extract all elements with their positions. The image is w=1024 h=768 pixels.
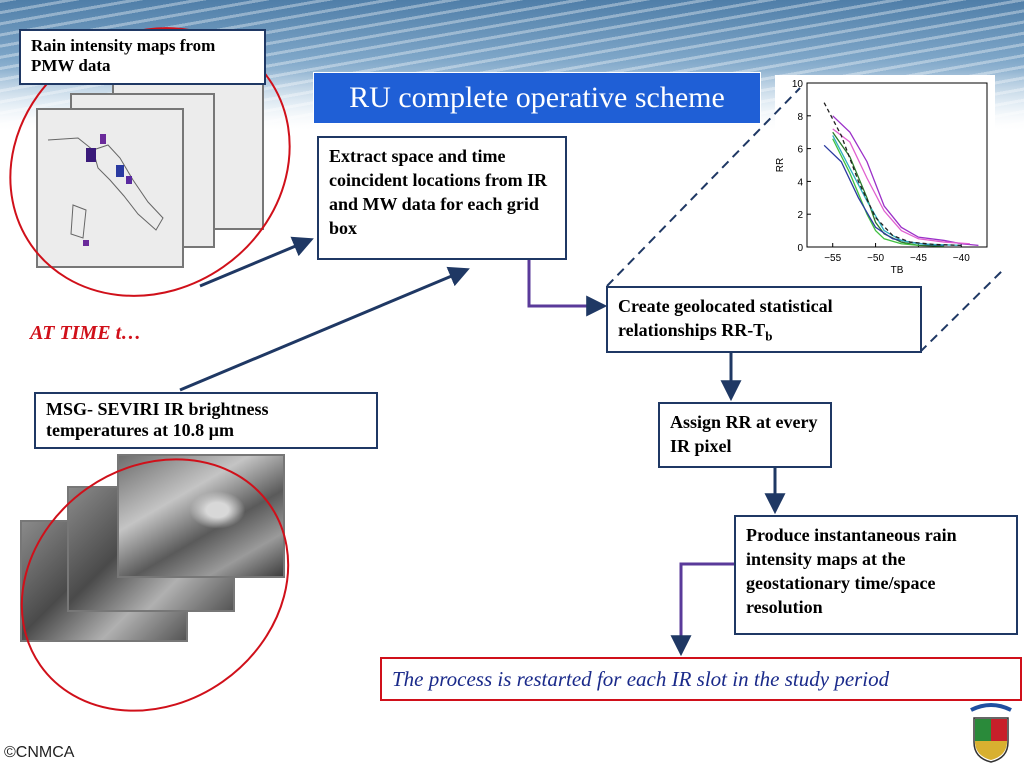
connector-extract-to-create: [527, 258, 608, 317]
page-title: RU complete operative scheme: [313, 72, 761, 124]
series-line-6: [832, 128, 970, 245]
y-tick-label: 10: [792, 79, 804, 90]
x-tick-label: −40: [953, 253, 970, 264]
seviri-highlight-ellipse: [20, 458, 290, 712]
create-relationships-subscript: b: [765, 328, 773, 344]
arrow-pmw-to-extract: [199, 236, 314, 288]
pmw-label-text: Rain intensity maps from PMW data: [31, 36, 216, 75]
series-line-3: [832, 138, 919, 247]
msg-seviri-box: MSG- SEVIRI IR brightness temperatures a…: [34, 392, 378, 449]
at-time-label: AT TIME t…: [30, 322, 142, 344]
produce-maps-box: Produce instantaneous rain intensity map…: [734, 515, 1018, 635]
y-tick-label: 8: [797, 112, 803, 123]
emblem-logo: [966, 702, 1016, 764]
pmw-map-drawing: [47, 134, 164, 246]
pmw-label-box: Rain intensity maps from PMW data: [19, 29, 266, 85]
emblem-svg: [970, 703, 1012, 763]
arrow-msg-to-extract: [179, 266, 470, 392]
msg-seviri-text: MSG- SEVIRI IR brightness temperatures a…: [46, 399, 269, 440]
extract-step-box: Extract space and time coincident locati…: [317, 136, 567, 260]
y-tick-label: 6: [797, 145, 803, 156]
x-tick-label: −45: [910, 253, 927, 264]
y-axis-label: RR: [775, 158, 786, 172]
assign-rr-text: Assign RR at every IR pixel: [670, 412, 818, 456]
pmw-map-thumbnail-1: [36, 108, 184, 268]
projection-line-right: [919, 267, 1006, 353]
seviri-thumbnail-3: [117, 454, 285, 578]
produce-maps-text: Produce instantaneous rain intensity map…: [746, 525, 957, 617]
y-tick-label: 0: [797, 243, 803, 254]
create-relationships-text: Create geolocated statistical relationsh…: [618, 296, 833, 340]
projection-line-left: [606, 87, 801, 287]
y-tick-label: 2: [797, 210, 803, 221]
x-axis-label: TB: [891, 265, 904, 275]
y-tick-label: 4: [797, 177, 803, 188]
x-tick-label: −50: [867, 253, 884, 264]
series-line-7: [823, 102, 962, 247]
restart-note: The process is restarted for each IR slo…: [380, 657, 1022, 701]
chart-plot-frame: [806, 82, 988, 248]
assign-rr-box: Assign RR at every IR pixel: [658, 402, 832, 468]
x-tick-label: −55: [824, 253, 841, 264]
create-relationships-box: Create geolocated statistical relationsh…: [606, 286, 922, 353]
copyright-label: ©CNMCA: [4, 744, 75, 761]
connector-produce-to-restart: [670, 562, 734, 657]
extract-step-text: Extract space and time coincident locati…: [329, 146, 548, 238]
